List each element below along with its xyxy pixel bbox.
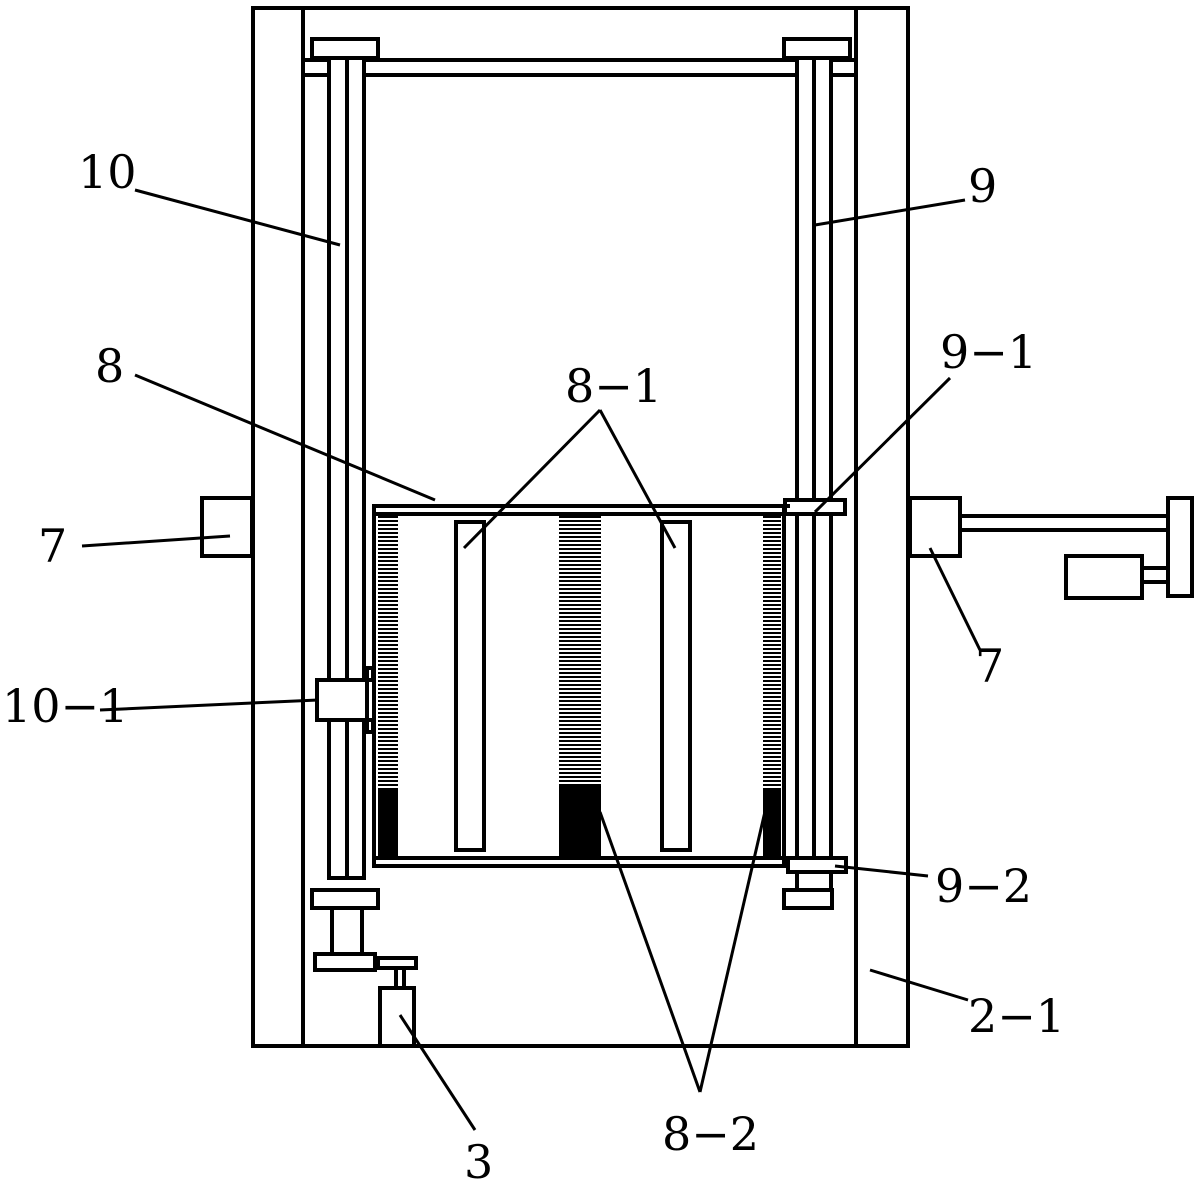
label-8: 8	[95, 339, 124, 393]
hatched-panels-8-2	[378, 516, 781, 856]
leader-lines	[81, 188, 982, 1131]
label-10-1: 10−1	[2, 679, 128, 733]
slider-10-1	[315, 678, 369, 722]
side-blocks-7	[200, 496, 962, 558]
label-8-2: 8−2	[662, 1107, 759, 1161]
label-10: 10	[78, 145, 137, 199]
label-7-left: 7	[38, 519, 67, 573]
carriage-8	[372, 504, 790, 868]
right-drive-assembly	[960, 496, 1194, 600]
screw-rod-9	[782, 37, 852, 910]
screw-rod-10	[310, 37, 418, 1048]
motor-3	[378, 986, 416, 1048]
label-9-2: 9−2	[935, 859, 1032, 913]
label-9-1: 9−1	[940, 325, 1037, 379]
label-8-1: 8−1	[565, 359, 662, 413]
slots-8-1	[454, 520, 692, 852]
label-3: 3	[464, 1135, 493, 1189]
label-7-right: 7	[975, 639, 1004, 693]
label-2-1: 2−1	[968, 989, 1065, 1043]
label-9: 9	[968, 159, 997, 213]
